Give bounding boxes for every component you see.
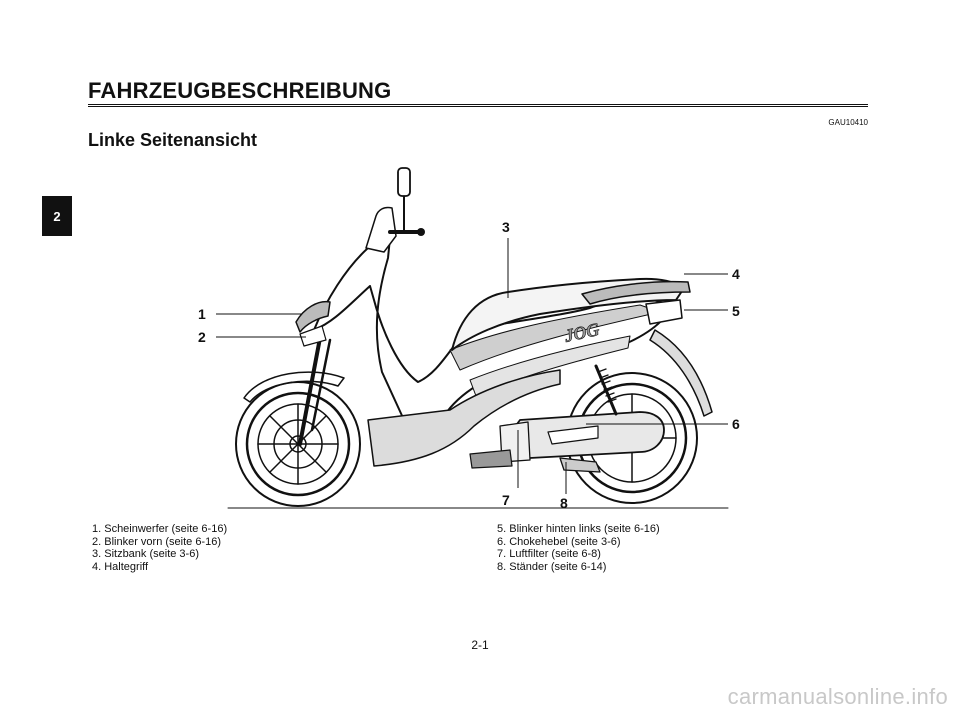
callout-7: 7 [502,492,510,508]
title-rule [88,104,868,108]
callout-8: 8 [560,495,568,511]
legend-left: 1. Scheinwerfer (seite 6-16) 2. Blinker … [92,523,227,573]
callout-2: 2 [198,329,206,345]
callout-4: 4 [732,266,740,282]
legend-item: 8. Ständer (seite 6-14) [497,560,607,573]
chapter-tab: 2 [42,196,72,236]
legend-item: 7. Luftfilter (seite 6-8) [497,548,601,561]
legend-right: 5. Blinker hinten links (seite 6-16) 6. … [497,523,660,573]
legend-item: 4. Haltegriff [92,560,149,573]
legend-item: 6. Chokehebel (seite 3-6) [497,535,621,548]
callout-5: 5 [732,303,740,319]
legend-item: 2. Blinker vorn (seite 6-16) [92,535,221,548]
legend-item: 5. Blinker hinten links (seite 6-16) [497,523,660,535]
scooter-illustration: JOG 1 2 3 4 5 6 7 8 [198,167,740,511]
legend-item: 3. Sitzbank (seite 3-6) [92,548,199,561]
watermark-link[interactable]: carmanualsonline.info [727,684,948,709]
callout-6: 6 [732,416,740,432]
legend-item: 1. Scheinwerfer (seite 6-16) [92,523,228,535]
callout-3: 3 [502,219,510,235]
callout-1: 1 [198,306,206,322]
page-number: 2-1 [471,638,489,652]
section-title: Linke Seitenansicht [88,130,258,150]
document-code: GAU10410 [828,118,868,127]
chapter-title: FAHRZEUGBESCHREIBUNG [88,78,392,103]
